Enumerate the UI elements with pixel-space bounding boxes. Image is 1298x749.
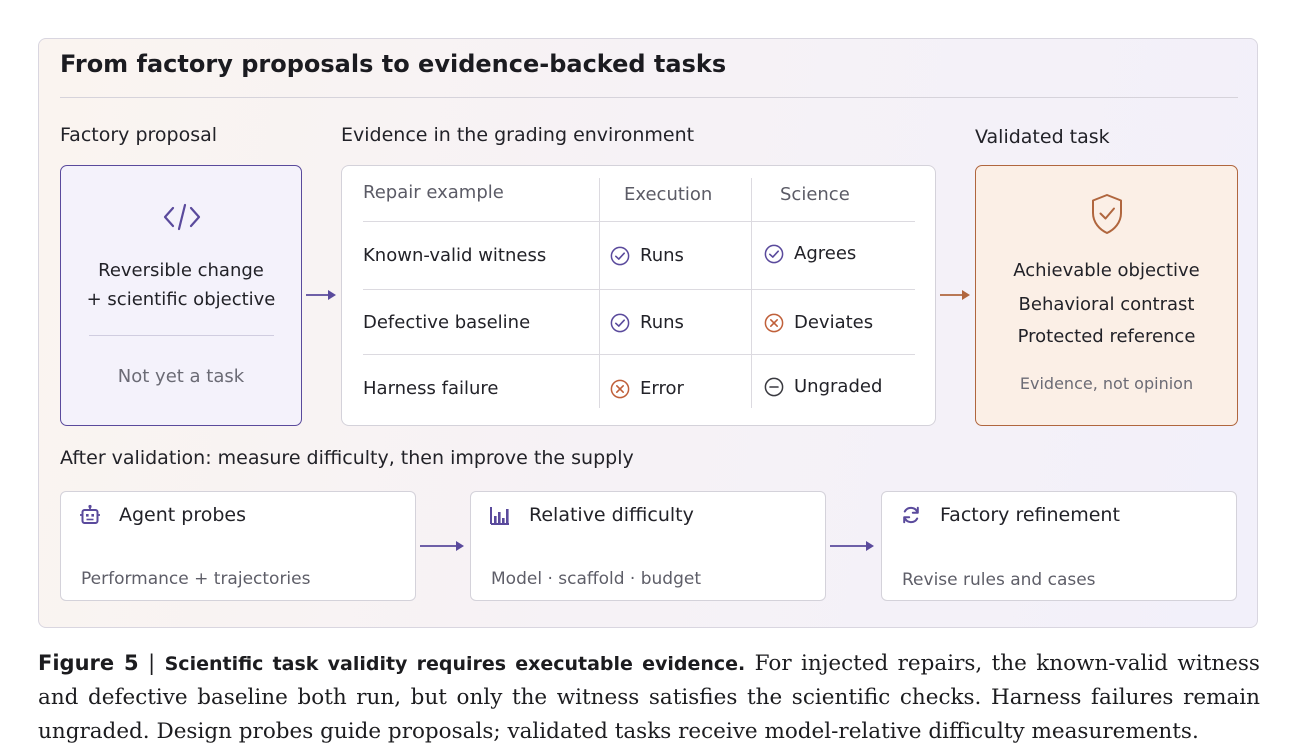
header-execution: Execution: [624, 184, 713, 205]
diagram-title: From factory proposals to evidence-backe…: [60, 50, 727, 78]
arrow-probes-to-difficulty: [420, 541, 464, 551]
evidence-label: Evidence in the grading environment: [341, 124, 695, 146]
execution-status-text: Runs: [640, 245, 684, 266]
row-example-defective-baseline: Defective baseline: [363, 312, 531, 333]
arrow-evidence-to-validated: [940, 290, 970, 300]
header-science: Science: [780, 184, 850, 205]
row-execution-cell: Runs: [610, 312, 684, 333]
proposal-label: Factory proposal: [60, 124, 218, 146]
cross-circle-icon: [764, 313, 784, 332]
validated-label: Validated task: [975, 126, 1110, 148]
caption-separator: |: [147, 651, 156, 676]
step-card-factory-refinement: Factory refinement Revise rules and case…: [881, 491, 1237, 601]
figure-caption: Figure 5 | Scientific task validity requ…: [38, 646, 1260, 749]
minus-circle-icon: [764, 377, 784, 396]
code-icon: [163, 203, 201, 231]
science-status-text: Deviates: [794, 312, 874, 333]
refresh-icon: [903, 506, 919, 524]
validated-line-behavioral: Behavioral contrast: [1018, 294, 1195, 315]
after-validation-label: After validation: measure difficulty, th…: [60, 447, 634, 469]
step-subtitle: Performance + trajectories: [81, 569, 311, 589]
arrow-proposal-to-evidence: [306, 290, 336, 300]
caption-bold-lead: Scientific task validity requires execut…: [164, 653, 746, 675]
science-status-text: Ungraded: [794, 376, 883, 397]
evidence-table: Repair example Execution Science Known-v…: [341, 165, 936, 426]
row-example-known-valid-witness: Known-valid witness: [363, 245, 547, 266]
execution-status-text: Runs: [640, 312, 684, 333]
table-divider: [363, 289, 915, 290]
row-execution-cell: Runs: [610, 245, 684, 266]
check-circle-icon: [610, 313, 630, 332]
validated-line-protected: Protected reference: [1017, 326, 1196, 347]
bar-chart-icon: [490, 507, 509, 525]
step-title: Relative difficulty: [529, 504, 694, 526]
shield-check-icon: [1092, 194, 1122, 234]
validated-task-box: Achievable objective Behavioral contrast…: [975, 165, 1238, 426]
step-title: Agent probes: [119, 504, 247, 526]
proposal-note: Not yet a task: [117, 366, 245, 387]
factory-proposal-box: Reversible change + scientific objective…: [60, 165, 302, 426]
execution-status-text: Error: [640, 378, 684, 399]
table-column-divider: [751, 178, 752, 408]
header-repair-example: Repair example: [363, 182, 504, 203]
step-subtitle: Revise rules and cases: [902, 570, 1096, 590]
check-circle-icon: [610, 246, 630, 265]
table-column-divider: [599, 178, 600, 408]
table-divider: [363, 354, 915, 355]
row-science-cell: Deviates: [764, 312, 873, 333]
validated-note: Evidence, not opinion: [1019, 374, 1194, 393]
title-divider: [60, 97, 1238, 98]
robot-icon: [80, 504, 100, 524]
check-circle-icon: [764, 244, 784, 263]
row-example-harness-failure: Harness failure: [363, 378, 499, 399]
row-execution-cell: Error: [610, 378, 684, 399]
step-subtitle: Model · scaffold · budget: [491, 569, 701, 589]
row-science-cell: Ungraded: [764, 376, 882, 397]
step-card-relative-difficulty: Relative difficulty Model · scaffold · b…: [470, 491, 826, 601]
proposal-divider: [89, 335, 274, 336]
cross-circle-icon: [610, 379, 630, 398]
validated-line-achievable: Achievable objective: [1013, 260, 1200, 281]
proposal-line-2: + scientific objective: [86, 289, 276, 310]
step-title: Factory refinement: [940, 504, 1120, 526]
table-divider: [363, 221, 915, 222]
caption-figure-label: Figure 5: [38, 651, 139, 675]
proposal-line-1: Reversible change: [98, 260, 264, 281]
science-status-text: Agrees: [794, 243, 857, 264]
step-card-agent-probes: Agent probes Performance + trajectories: [60, 491, 416, 601]
row-science-cell: Agrees: [764, 243, 856, 264]
arrow-difficulty-to-refinement: [830, 541, 874, 551]
